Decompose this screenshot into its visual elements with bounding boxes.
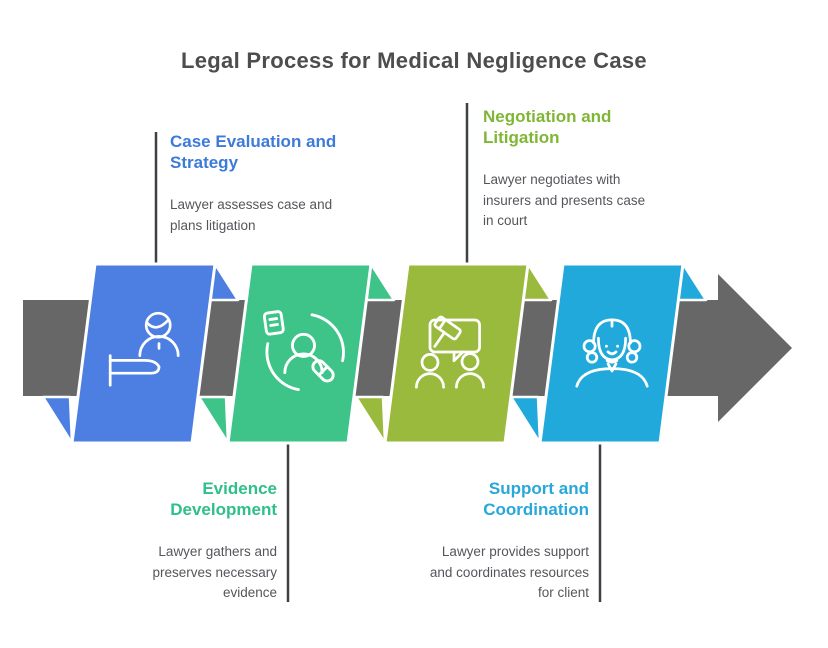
stage-2-fold-bottom: [197, 395, 230, 445]
stage-3-label: Negotiation and Litigation Lawyer negoti…: [483, 106, 703, 232]
stage-4-description: Lawyer provides support and coordinates …: [429, 544, 589, 600]
stage-1-description: Lawyer assesses case and plans litigatio…: [170, 197, 333, 233]
stage-4-label: Support and Coordination Lawyer provides…: [359, 478, 589, 604]
evidence-gathering-icon: [262, 310, 345, 392]
stage-4-heading: Support and Coordination: [483, 479, 589, 519]
stage-1-panel: [70, 262, 217, 445]
negotiation-gavel-icon: [415, 315, 485, 389]
stage-2-description: Lawyer gathers and preserves necessary e…: [152, 544, 277, 600]
stage-2-heading: Evidence Development: [170, 479, 277, 519]
stage-2-label: Evidence Development Lawyer gathers and …: [47, 478, 277, 604]
stage-1-label: Case Evaluation and Strategy Lawyer asse…: [170, 131, 380, 236]
stage-3-heading: Negotiation and Litigation: [483, 107, 612, 147]
stage-1-heading: Case Evaluation and Strategy: [170, 132, 337, 172]
judge-icon: [575, 318, 649, 388]
stage-4-fold-bottom: [509, 395, 542, 445]
stage-3-panel: [383, 262, 530, 445]
lawyer-desk-icon: [108, 311, 180, 387]
page-title: Legal Process for Medical Negligence Cas…: [181, 48, 647, 73]
stage-3-description: Lawyer negotiates with insurers and pres…: [483, 172, 646, 228]
stage-3-fold-bottom: [354, 395, 387, 445]
stage-1-fold-bottom: [41, 395, 74, 445]
